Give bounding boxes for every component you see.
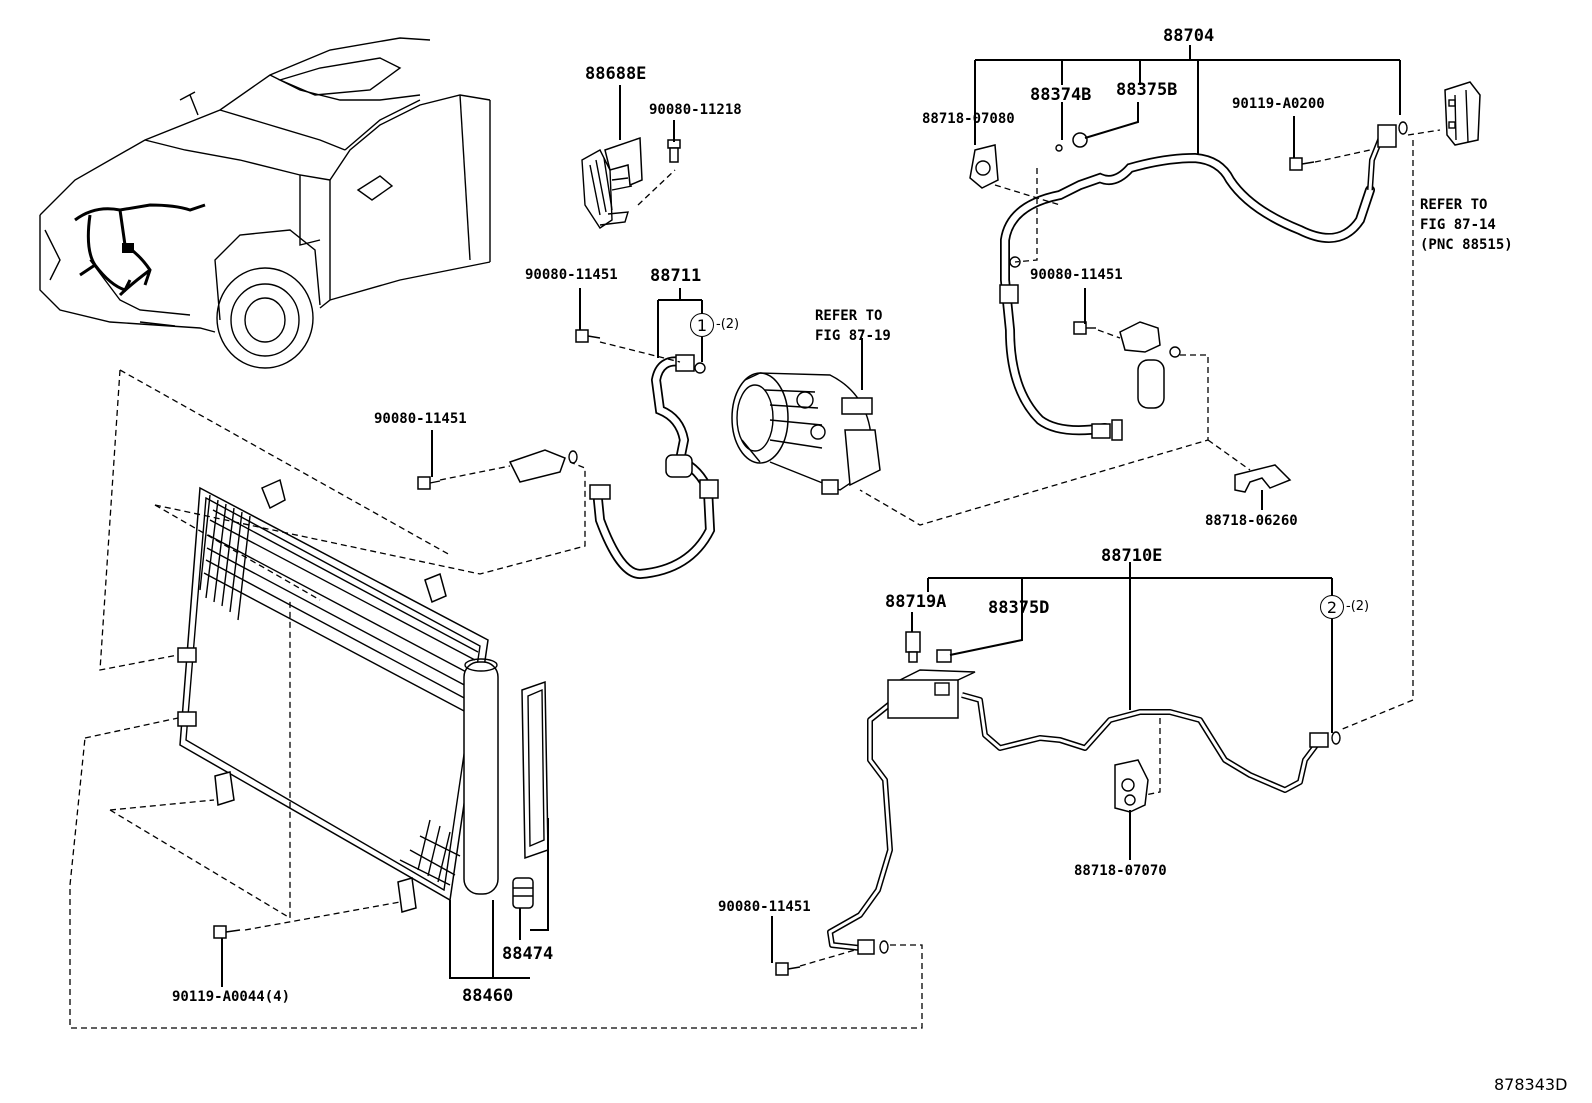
label-88460: 88460 <box>462 986 514 1006</box>
refer-to-text: REFER TO <box>1420 197 1488 213</box>
label-90119-A0200: 90119-A0200 <box>1232 96 1325 112</box>
label-90080-11451-hose: 90080-11451 <box>525 267 618 283</box>
refer-to-fig-87-19-note: REFER TO FIG 87-19 <box>815 306 891 346</box>
label-90080-11451-top: 90080-11451 <box>1030 267 1123 283</box>
label-88710E: 88710E <box>1101 546 1163 566</box>
pnc-88515-text: (PNC 88515) <box>1420 237 1513 253</box>
o-ring-ref-2-qty: -(2) <box>1346 599 1370 614</box>
label-88718-07070: 88718-07070 <box>1074 863 1167 879</box>
hose-88711-part <box>508 354 719 580</box>
label-88719A: 88719A <box>885 592 947 612</box>
label-88375B: 88375B <box>1116 80 1178 100</box>
label-90080-11451-condenser: 90080-11451 <box>374 411 467 427</box>
label-88688E: 88688E <box>585 64 647 84</box>
car-illustration <box>39 37 491 369</box>
label-88375D: 88375D <box>988 598 1050 618</box>
label-88718-07080: 88718-07080 <box>922 111 1015 127</box>
o-ring-ref-1-qty: -(2) <box>716 317 740 332</box>
tube-88710E-part <box>827 631 1341 955</box>
fig-87-19-text: FIG 87-19 <box>815 328 891 344</box>
label-88374B: 88374B <box>1030 85 1092 105</box>
fig-87-14-text: FIG 87-14 <box>1420 217 1496 233</box>
label-90080-11451-tube: 90080-11451 <box>718 899 811 915</box>
label-88704: 88704 <box>1163 26 1215 46</box>
leader-lines <box>221 45 1401 987</box>
o-ring-ref-1-icon: 1 <box>690 313 714 337</box>
label-88474: 88474 <box>502 944 554 964</box>
o-ring-ref-2-icon: 2 <box>1320 595 1344 619</box>
label-90119-A0044: 90119-A0044(4) <box>172 989 291 1005</box>
condenser-88460-part <box>177 478 499 913</box>
refer-to-text-2: REFER TO <box>815 308 883 324</box>
hose-88704-part <box>969 121 1408 493</box>
label-88718-06260: 88718-06260 <box>1205 513 1298 529</box>
label-90080-11218: 90080-11218 <box>649 102 742 118</box>
expansion-valve-part <box>1444 81 1481 146</box>
refer-to-fig-87-14-note: REFER TO FIG 87-14 (PNC 88515) <box>1420 195 1513 255</box>
label-88711: 88711 <box>650 266 702 286</box>
filter-88474-part <box>512 680 549 909</box>
figure-id: 878343D <box>1494 1075 1568 1094</box>
compressor-part <box>731 372 881 495</box>
bracket-88688E-part <box>581 136 681 229</box>
bolt-icons <box>213 157 1315 976</box>
